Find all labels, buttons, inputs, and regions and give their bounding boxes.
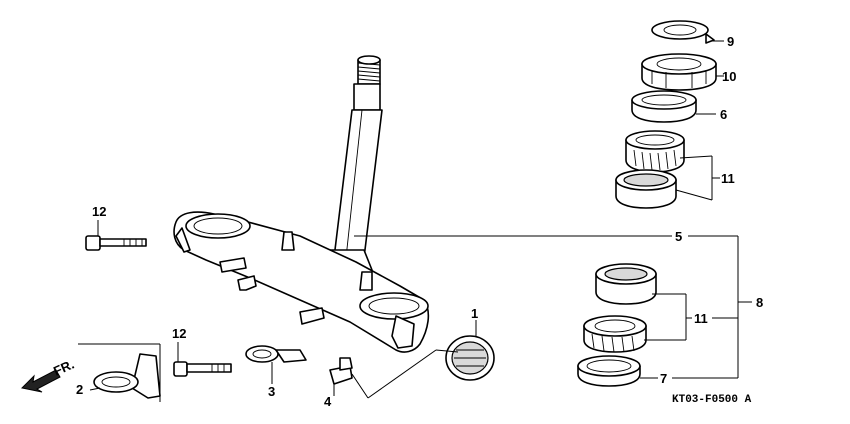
dust-seal-upper (631, 90, 697, 123)
adjusting-nut (641, 53, 717, 91)
upper-bearing (625, 130, 685, 173)
dust-seal-lower (577, 355, 641, 387)
callout-9: 9 (727, 34, 734, 49)
callout-2: 2 (76, 382, 83, 397)
callout-1: 1 (471, 306, 478, 321)
triple-clamp (173, 211, 430, 353)
clip-part-4 (329, 357, 353, 385)
callout-11-lower: 11 (694, 311, 708, 326)
bolt-lower (173, 361, 232, 377)
callout-6: 6 (720, 107, 727, 122)
callout-10: 10 (722, 69, 736, 84)
bolt-upper (85, 235, 147, 251)
steering-stem (319, 55, 383, 271)
lower-race (595, 263, 657, 305)
callout-12-lower: 12 (172, 326, 186, 341)
callout-11-upper: 11 (721, 171, 735, 186)
callout-12-upper: 12 (92, 204, 106, 219)
callout-8: 8 (756, 295, 763, 310)
callout-labels: 1 2 3 4 5 6 7 8 9 10 11 11 12 12 (76, 34, 763, 409)
leader-lines (89, 40, 752, 399)
callout-7: 7 (660, 371, 667, 386)
clip-part-3 (245, 345, 307, 363)
upper-race (615, 169, 677, 209)
direction-label: FR. (51, 357, 76, 379)
diagram-code: KT03-F0500 A (672, 394, 752, 406)
front-direction-arrow: FR. (20, 357, 76, 393)
cable-clamp-bracket (78, 343, 161, 402)
emblem-part-1 (445, 335, 495, 381)
lower-bearing (583, 315, 647, 353)
callout-4: 4 (324, 394, 332, 409)
callout-5: 5 (675, 229, 682, 244)
lock-washer (651, 20, 715, 44)
callout-3: 3 (268, 384, 275, 399)
